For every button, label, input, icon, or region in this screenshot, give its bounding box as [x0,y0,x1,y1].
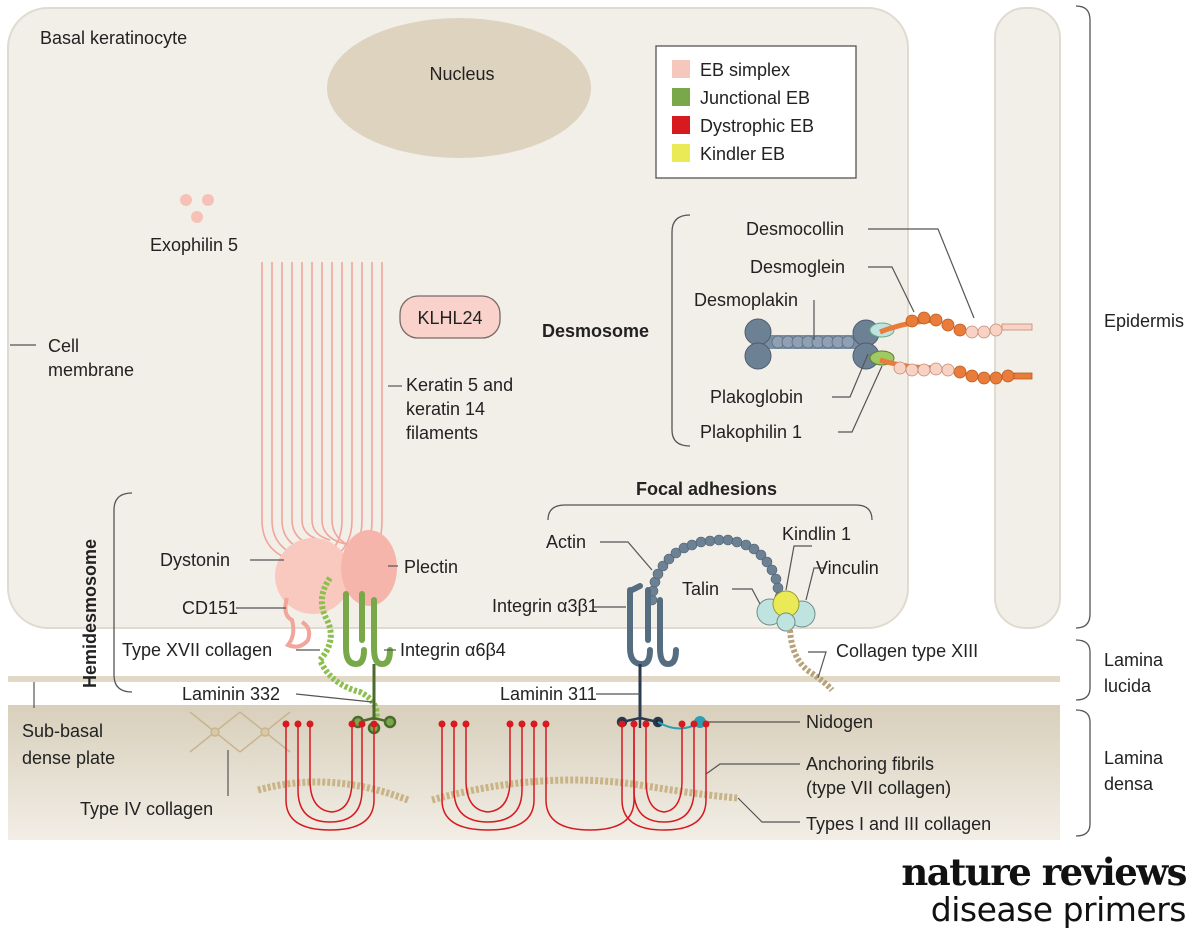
actin-label: Actin [546,532,586,552]
lamina-lucida-label-line2: lucida [1104,676,1152,696]
integrin-a6b4-label: Integrin α6β4 [400,640,506,660]
kindlin1-label: Kindlin 1 [782,524,851,544]
type-xvii-collagen-fiber [316,576,380,721]
keratin-label-line1: Keratin 5 and [406,375,513,395]
laminin311-label: Laminin 311 [500,684,597,704]
epidermis-bracket [1075,5,1091,629]
nidogen-label: Nidogen [806,712,873,732]
klhl24-label: KLHL24 [417,308,482,328]
dystonin-label: Dystonin [160,550,230,570]
sub-basal-label-line2: dense plate [22,748,115,768]
collagen-xiii-label: Collagen type XIII [836,641,978,661]
desmosome-label: Desmosome [542,321,649,341]
nucleus-shape [327,18,591,158]
desmoplakin-label: Desmoplakin [694,290,798,310]
focal-adhesions-bracket [547,504,873,521]
neighbor-cell [994,7,1061,629]
legend-label-kindler-eb: Kindler EB [700,144,785,164]
hemidesmosome-leaders [33,559,398,796]
desmosome-bracket [671,214,691,447]
types-i-iii-collagen-label: Types I and III collagen [806,814,991,834]
cd151-label: CD151 [182,598,238,618]
lamina-densa-bracket [1075,709,1091,837]
type-iv-collagen-label: Type IV collagen [80,799,213,819]
sub-basal-label-line1: Sub-basal [22,721,103,741]
collagen-xiii-fiber [787,629,835,693]
desmoglein-label: Desmoglein [750,257,845,277]
lamina-lucida-label-line1: Lamina [1104,650,1164,670]
legend-swatch-dystrophic-eb [672,116,690,134]
lamina-densa-label-line1: Lamina [1104,748,1164,768]
cell-membrane-label-line2: membrane [48,360,134,380]
dystonin-shape [275,538,351,614]
brand-line2: disease primers [930,890,1187,929]
keratin-label-line2: keratin 14 [406,399,485,419]
exophilin5-label: Exophilin 5 [150,235,238,255]
nucleus-label: Nucleus [429,64,494,84]
klhl24-box [399,295,501,339]
talin-shape-2 [776,612,796,632]
basement-leaders [705,763,800,823]
type-iv-collagen-network [189,711,291,753]
basal-keratinocyte-label: Basal keratinocyte [40,28,187,48]
desmosome-leaders [813,228,975,433]
desmoplakin-structure [744,318,895,370]
hemidesmosome-label: Hemidesmosome [80,539,100,688]
anchoring-fibrils-label-line2: (type VII collagen) [806,778,951,798]
lamina-densa-label-line2: densa [1104,774,1154,794]
legend-swatch-junctional-eb [672,88,690,106]
legend-label-dystrophic-eb: Dystrophic EB [700,116,814,136]
integrin-a3b1-label: Integrin α3β1 [492,596,598,616]
plakophilin1-label: Plakophilin 1 [700,422,802,442]
vinculin-label: Vinculin [816,558,879,578]
exophilin5-vesicles [180,194,214,223]
actin-filament [646,534,786,606]
anchoring-fibril-ends [282,720,710,728]
anchoring-fibrils [285,724,707,831]
integrin-a3b1-structure [627,583,679,668]
collagen-i-iii-fiber-1 [257,778,410,804]
legend-label-eb-simplex: EB simplex [700,60,790,80]
legend-swatch-eb-simplex [672,60,690,78]
talin-label: Talin [682,579,719,599]
keratin-label-line3: filaments [406,423,478,443]
integrin-a6b4-structure [343,591,393,668]
type-xvii-collagen-label: Type XVII collagen [122,640,272,660]
plectin-shape [341,530,397,606]
focal-adhesions-label: Focal adhesions [636,479,777,499]
epidermis-label: Epidermis [1104,311,1184,331]
anchoring-fibrils-label-line1: Anchoring fibrils [806,754,934,774]
lamina-lucida-line [8,676,1060,682]
desmocollin-label: Desmocollin [746,219,844,239]
legend-swatch-kindler-eb [672,144,690,162]
focal-leaders [594,541,827,723]
laminin332-label: Laminin 332 [182,684,280,704]
lamina-lucida-bracket [1075,639,1091,701]
brand-line1: nature reviews [901,850,1187,894]
legend-label-junctional-eb: Junctional EB [700,88,810,108]
publisher-logo: nature reviews disease primers [901,850,1187,929]
cd151-shape [283,597,312,649]
desmosomal-cadherins [879,311,1033,385]
plakoglobin-label: Plakoglobin [710,387,803,407]
hemidesmosome-bracket [113,492,133,693]
cell-membrane-label-line1: Cell [48,336,79,356]
plectin-label: Plectin [404,557,458,577]
